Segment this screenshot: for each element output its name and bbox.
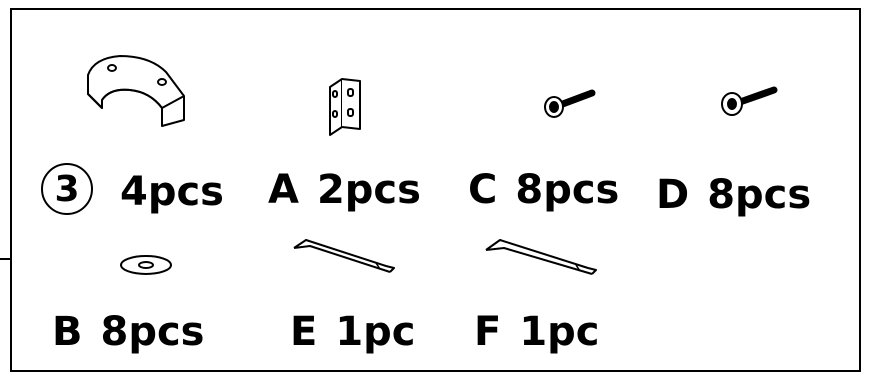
part-e-qty: 1pc [335,309,416,355]
part-b-label: B 8pcs [52,312,204,352]
part-a-letter: A [268,167,299,213]
part-b-letter: B [52,309,83,355]
part-f-qty: 1pc [519,309,600,355]
part-a-qty: 2pcs [316,167,421,213]
part-d-letter: D [656,172,690,218]
part-f-letter: F [474,309,502,355]
leader-line [0,258,11,260]
part-3-qty: 4pcs [120,169,224,215]
parts-list-frame [10,8,861,372]
part-d-qty: 8pcs [707,172,812,218]
hex-key-icon [485,239,597,275]
part-c-label: C 8pcs [468,170,619,210]
part-c-letter: C [468,167,498,213]
bolt-icon [721,86,778,116]
part-b-qty: 8pcs [100,309,205,355]
part-c-qty: 8pcs [515,167,620,213]
part-d-label: D 8pcs [656,175,811,215]
curved-spacer-icon [87,55,185,127]
part-e-label: E 1pc [290,312,416,352]
angle-bracket-icon [329,78,361,136]
washer-icon [120,255,172,275]
part-e-letter: E [290,309,318,355]
part-a-label: A 2pcs [268,170,421,210]
part-3-number: 3 [41,163,93,215]
bolt-icon [544,89,596,118]
hex-key-icon [293,239,395,273]
part-3-quantity: 4pcs [120,172,224,212]
part-f-label: F 1pc [474,312,600,352]
